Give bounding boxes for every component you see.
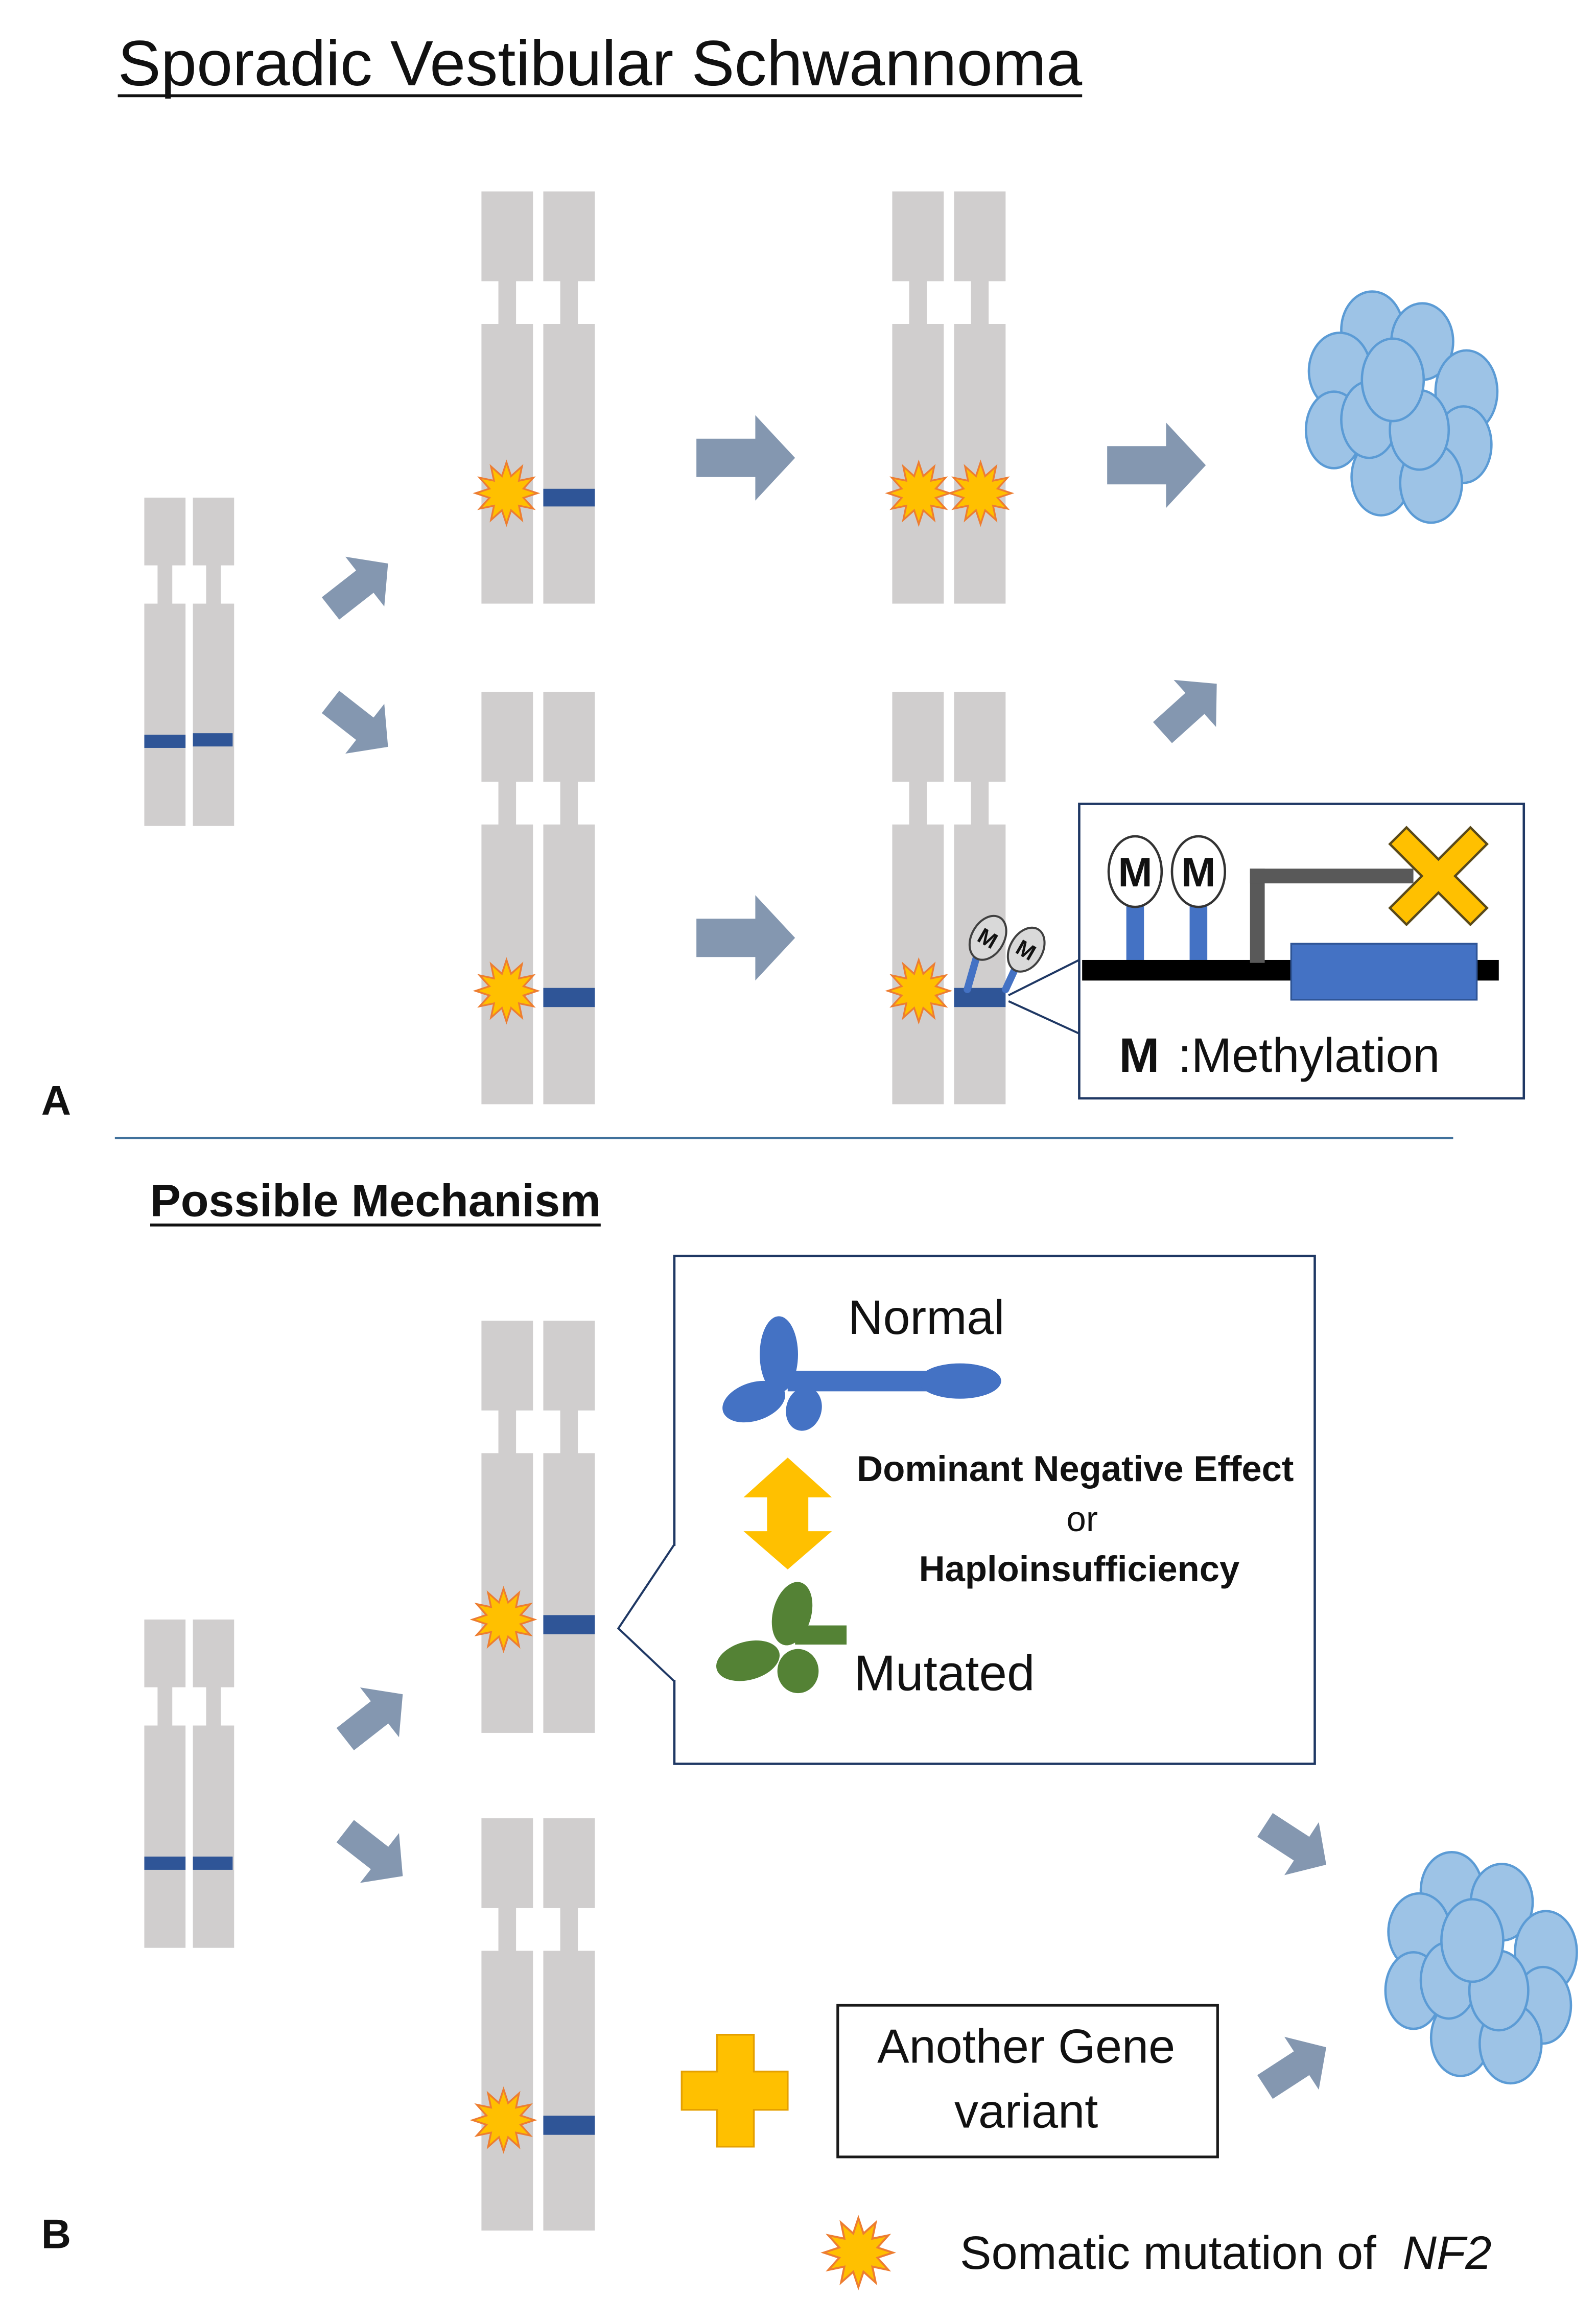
haploinsufficiency-label: Haploinsufficiency	[919, 1549, 1240, 1589]
silenced-x-icon	[1388, 826, 1489, 927]
chromatid	[144, 1620, 186, 1948]
chromatid	[543, 1321, 595, 1733]
callout-notch	[670, 1545, 679, 1680]
or-label: or	[1066, 1499, 1098, 1539]
promoter-arrow	[1250, 869, 1414, 884]
arrow-up-right-icon	[1248, 2021, 1344, 2114]
callout-pointer	[617, 1543, 675, 1682]
chromatid	[481, 1818, 533, 2231]
chromatid	[481, 692, 533, 1105]
chromatid	[543, 1818, 595, 2231]
dominant-negative-label: Dominant Negative Effect	[857, 1448, 1294, 1489]
another-gene-line1: Another Gene	[877, 2019, 1175, 2073]
methylation-stem	[1126, 904, 1144, 963]
protein-effect-box: Normal Dominant Negative Effect or Haplo…	[617, 1254, 1316, 1765]
arrow-right-icon	[696, 895, 795, 981]
tumor-cell-cluster-icon	[1306, 292, 1497, 523]
normal-protein-icon	[722, 1316, 1001, 1431]
chromosome-pair-second-hit	[887, 191, 1013, 604]
panel-b-label: B	[41, 2212, 71, 2258]
nf2-gene-band	[954, 988, 1006, 1007]
another-gene-frame	[836, 2004, 1219, 2159]
normal-label: Normal	[848, 1291, 1004, 1345]
mutated-label: Mutated	[854, 1645, 1035, 1701]
nf2-gene-band	[543, 488, 595, 507]
methylation-bubble-icon	[1170, 835, 1227, 908]
methylation-mark-label: M	[1118, 850, 1152, 896]
nf2-gene-band	[144, 1857, 186, 1870]
nf2-gene-band	[193, 1857, 233, 1870]
methylation-legend-symbol: M	[1119, 1028, 1159, 1083]
callout-line	[1008, 959, 1080, 996]
figure-title: Sporadic Vestibular Schwannoma	[118, 28, 1083, 99]
chromosome-pair-first-hit	[472, 1818, 595, 2231]
legend: Somatic mutation of NF2	[823, 2217, 1492, 2288]
panel-a-label: A	[41, 1078, 71, 1124]
methylation-legend-text: :Methylation	[1178, 1028, 1440, 1083]
title-block: Sporadic Vestibular Schwannoma	[118, 28, 1083, 99]
chromosome-pair-first-hit	[475, 191, 595, 604]
chromosome-pair-first-hit	[475, 692, 595, 1105]
nf2-gene-band	[144, 735, 186, 748]
mutated-protein-icon	[716, 1582, 847, 1694]
arrow-right-icon	[696, 415, 795, 501]
legend-description: Somatic mutation of	[960, 2226, 1376, 2279]
chromatid	[892, 191, 944, 604]
arrow-up-right-icon	[311, 538, 408, 634]
arrow-down-right-icon	[311, 677, 408, 772]
nf2-gene-band	[543, 1615, 595, 1634]
chromatid	[543, 692, 595, 1105]
arrow-up-right-icon	[325, 1669, 423, 1764]
callout-line	[1008, 1000, 1080, 1035]
chromosome-pair-normal	[144, 498, 234, 826]
chromatid	[892, 692, 944, 1105]
gene-body	[1290, 943, 1478, 1001]
legend-gene: NF2	[1402, 2226, 1491, 2279]
chromatid	[193, 498, 234, 826]
methylation-bubble-icon	[1006, 926, 1046, 973]
promoter-arrow	[1250, 869, 1265, 963]
legend-text: Somatic mutation of NF2	[960, 2226, 1492, 2279]
chromosome-pair-first-hit	[472, 1321, 595, 1733]
panel-b-heading: Possible Mechanism	[150, 1175, 601, 1226]
chromatid	[193, 1620, 234, 1948]
methylation-mark-label: M	[1181, 850, 1215, 896]
chromatid	[954, 191, 1006, 604]
methylation-stem	[1002, 966, 1018, 993]
arrow-up-right-icon	[1141, 660, 1238, 756]
tumor-cell-cluster-icon	[1386, 1852, 1577, 2083]
chromatid	[954, 692, 1006, 1105]
methylation-bubble-icon	[968, 914, 1007, 961]
panel-a: M M M M M :Methylation A	[41, 191, 1525, 1124]
arrow-down-right-icon	[1248, 1798, 1344, 1891]
chromosome-pair-normal	[144, 1620, 234, 1948]
chromatid	[481, 191, 533, 604]
chromatid	[543, 191, 595, 604]
methylation-stem	[964, 954, 980, 993]
arrow-down-right-icon	[325, 1806, 423, 1901]
plus-icon	[680, 2033, 789, 2148]
double-arrow-icon	[743, 1458, 832, 1570]
chromatid	[144, 498, 186, 826]
nf2-gene-band	[543, 988, 595, 1007]
chromatid	[481, 1321, 533, 1733]
methylation-bubble-icon	[1107, 835, 1163, 908]
methylation-detail-box: M M M :Methylation	[1078, 803, 1525, 1100]
burst-star-icon	[823, 2217, 894, 2288]
methylation-stem	[1189, 904, 1208, 963]
nf2-gene-band	[543, 2116, 595, 2135]
chromosome-pair-methylated: M M	[887, 692, 1046, 1105]
nf2-gene-band	[193, 733, 233, 747]
arrow-right-icon	[1107, 423, 1206, 508]
panel-b: Possible Mechanism	[41, 1175, 1577, 2258]
another-gene-line2: variant	[954, 2084, 1098, 2138]
another-gene-box: Another Gene variant	[836, 2004, 1219, 2159]
